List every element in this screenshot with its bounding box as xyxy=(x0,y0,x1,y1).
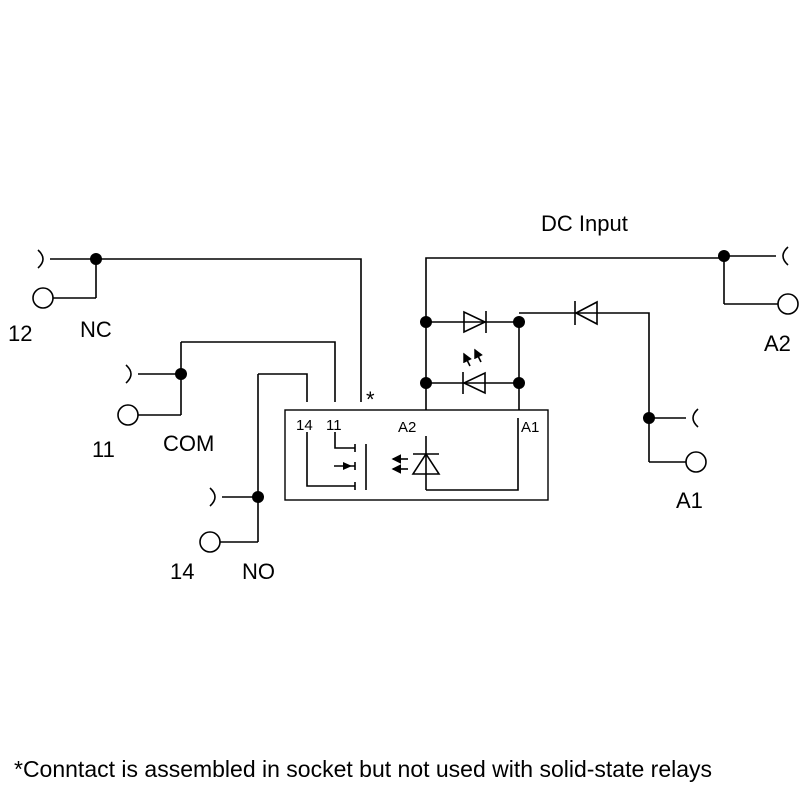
terminal-ring-12 xyxy=(32,287,54,309)
junction-dot-bridge-4 xyxy=(513,377,525,389)
indicator-led xyxy=(462,348,486,395)
indicator-led-icon xyxy=(462,371,486,395)
dc-input-network xyxy=(420,257,724,462)
relay-module: 14 11 A2 A1 xyxy=(284,409,549,501)
label-a2: A2 xyxy=(764,331,791,356)
terminal-com xyxy=(117,341,336,426)
terminal-ring-a2 xyxy=(777,293,799,315)
label-nc: NC xyxy=(80,317,112,342)
socket-contact-a2 xyxy=(782,246,789,266)
mosfet-switch xyxy=(306,432,367,490)
terminal-nc xyxy=(32,249,362,402)
terminal-ring-14 xyxy=(199,531,221,553)
box-label-a2: A2 xyxy=(398,419,416,436)
box-label-14: 14 xyxy=(296,417,313,434)
label-14: 14 xyxy=(170,559,194,584)
socket-contact-no xyxy=(209,487,216,507)
socket-contact-nc xyxy=(37,249,44,269)
label-no: NO xyxy=(242,559,275,584)
terminal-a1 xyxy=(643,408,707,473)
socket-contact-a1 xyxy=(692,408,699,428)
junction-dot-bridge-1 xyxy=(420,316,432,328)
junction-dot-no xyxy=(252,491,264,503)
terminal-ring-a1 xyxy=(685,451,707,473)
diode-upper-icon xyxy=(463,310,487,334)
terminal-a2 xyxy=(718,246,799,315)
diode-series-icon xyxy=(574,300,598,326)
terminal-ring-11 xyxy=(117,404,139,426)
diode-upper xyxy=(463,310,487,334)
label-asterisk: * xyxy=(366,387,375,412)
diode-series xyxy=(574,300,598,326)
terminal-no xyxy=(199,373,308,553)
label-12: 12 xyxy=(8,321,32,346)
mosfet-arrow-icon xyxy=(343,462,352,470)
junction-dot-bridge-3 xyxy=(420,377,432,389)
label-dc-input: DC Input xyxy=(541,211,628,236)
footnote: *Conntact is assembled in socket but not… xyxy=(14,756,713,782)
box-label-11: 11 xyxy=(326,417,342,434)
relay-module-box xyxy=(284,409,549,501)
optocoupler-led xyxy=(391,418,519,491)
socket-contact-com xyxy=(125,364,132,384)
led-triangle-icon xyxy=(411,452,441,475)
junction-dot-com xyxy=(175,368,187,380)
box-label-a1: A1 xyxy=(521,419,539,436)
label-com: COM xyxy=(163,431,214,456)
junction-dot-bridge-2 xyxy=(513,316,525,328)
label-11: 11 xyxy=(92,437,115,462)
label-a1: A1 xyxy=(676,488,703,513)
